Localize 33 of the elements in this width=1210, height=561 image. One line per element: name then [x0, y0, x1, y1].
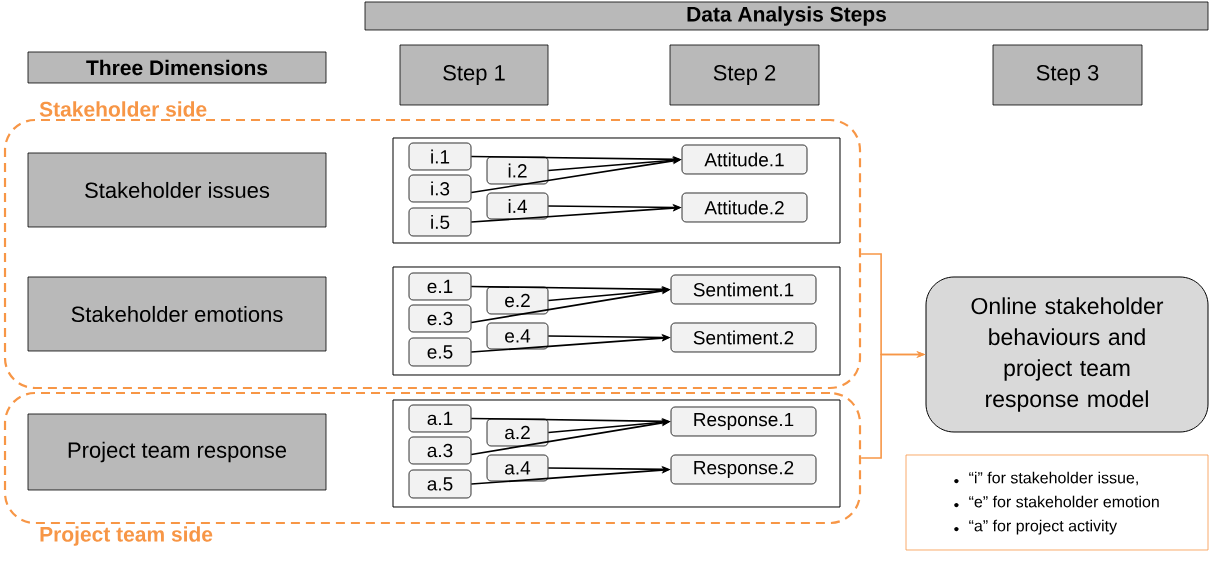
code-box: i.2 [486, 156, 549, 185]
code-box: a.5 [408, 469, 472, 499]
step-box: Step 3 [992, 44, 1143, 106]
category-box: Attitude.1 [681, 144, 808, 175]
code-box: a.3 [408, 436, 472, 465]
code-box: e.4 [486, 322, 549, 350]
code-box: i.1 [408, 142, 472, 171]
code-box: e.2 [486, 286, 549, 315]
note-box: “i” for stakeholder issue, “e” for stakeholder emotion “a” for project activity [905, 454, 1209, 551]
category-box: Attitude.2 [681, 192, 808, 223]
code-box: i.3 [408, 174, 472, 203]
code-box: e.3 [408, 304, 472, 333]
dimension-box: Stakeholder emotions [27, 276, 327, 352]
dimension-box: Stakeholder issues [27, 152, 327, 228]
category-box: Sentiment.1 [670, 274, 817, 305]
code-box: e.5 [408, 337, 472, 367]
code-box: i.4 [486, 192, 549, 220]
dimension-box: Project team response [27, 413, 327, 491]
step-box: Step 1 [399, 44, 549, 106]
category-box: Sentiment.2 [670, 322, 817, 353]
node-label: Project team side [40, 526, 213, 546]
category-box: Response.1 [670, 406, 817, 437]
code-box: a.4 [486, 454, 549, 482]
column-header: Three Dimensions [27, 51, 327, 84]
code-box: a.2 [486, 418, 549, 447]
node-label: Stakeholder side [39, 101, 207, 117]
title-bar: Data Analysis Steps [364, 1, 1209, 31]
code-box: i.5 [408, 207, 472, 237]
code-box: a.1 [408, 404, 472, 433]
category-box: Response.2 [670, 454, 817, 485]
code-box: e.1 [408, 272, 472, 301]
step-box: Step 2 [669, 44, 820, 106]
model-box: Online stakeholder behaviours and project team response model [925, 276, 1209, 433]
